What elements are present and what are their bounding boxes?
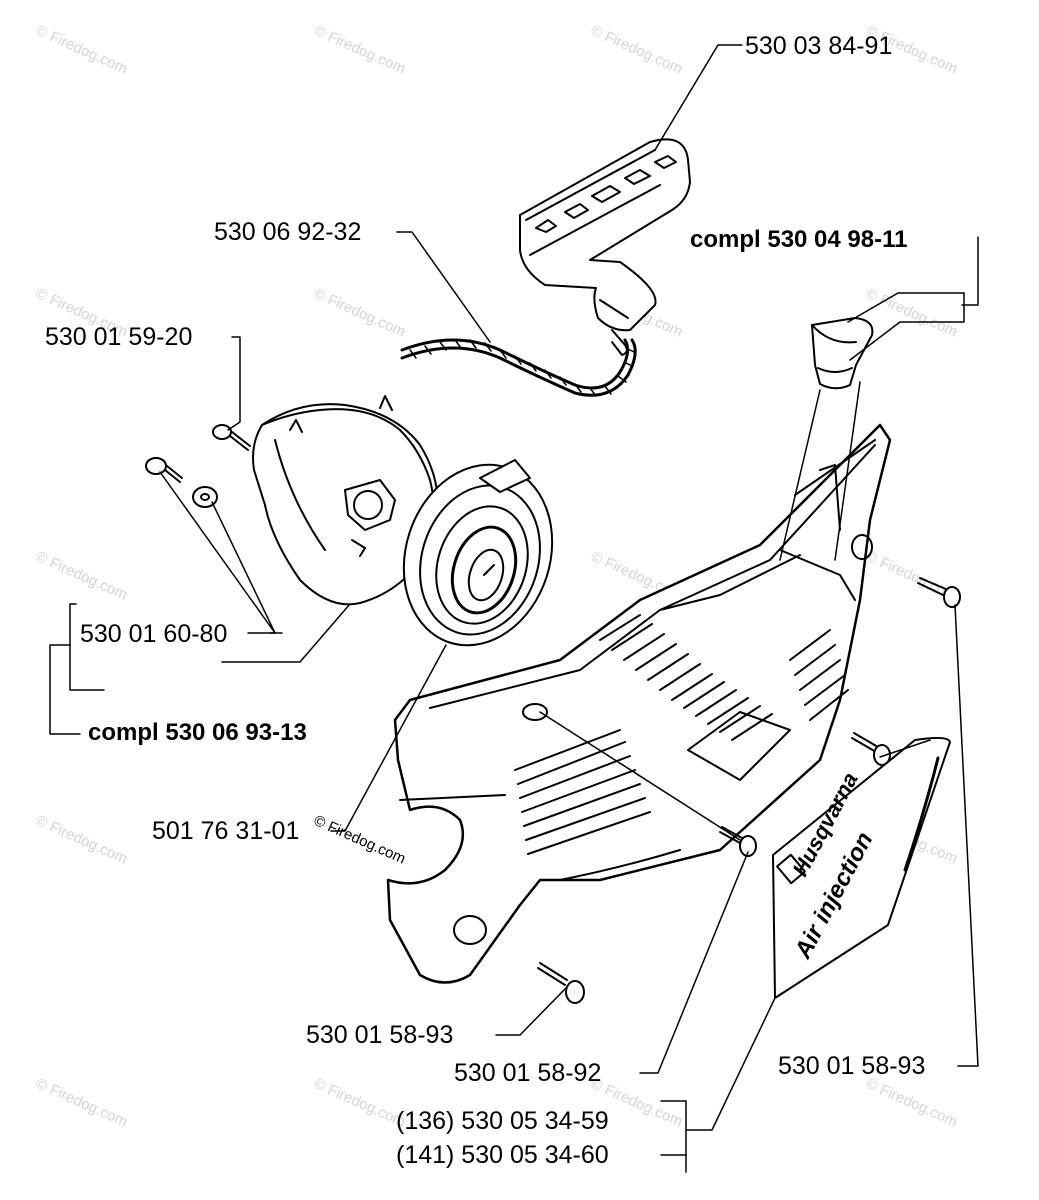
cover-screw-right (917, 577, 961, 608)
label-spring: 501 76 31-01 (152, 817, 300, 845)
leader-lines (49, 44, 979, 1173)
label-washer-set: 530 01 60-80 (80, 620, 228, 648)
recoil-spring (402, 459, 554, 647)
label-compl-cover: compl 530 04 98-11 (690, 226, 908, 253)
label-screw-right: 530 01 58-93 (778, 1052, 926, 1080)
label-cord: 530 06 92-32 (214, 218, 362, 246)
label-screw-mid: 530 01 58-92 (454, 1059, 602, 1087)
label-handle: 530 03 84-91 (745, 32, 893, 60)
cover-screw-bottom (537, 962, 585, 1004)
washer (192, 486, 218, 508)
label-screw-bottom: 530 01 58-93 (306, 1021, 454, 1049)
decal (772, 736, 951, 999)
label-compl-pulley: compl 530 06 93-13 (88, 719, 307, 746)
starter-rope (400, 338, 637, 397)
pulley-screw (212, 424, 251, 451)
cover-plug (811, 317, 874, 390)
starter-cover (386, 423, 892, 984)
starter-handle (519, 138, 691, 356)
label-decal-136: (136) 530 05 34-59 (396, 1107, 609, 1135)
label-screw-pulley: 530 01 59-20 (45, 323, 193, 351)
cover-screw-decal (851, 732, 891, 766)
cover-screw-mid (719, 826, 757, 857)
washer-screw (145, 457, 183, 483)
label-decal-141: (141) 530 05 34-60 (396, 1141, 609, 1169)
